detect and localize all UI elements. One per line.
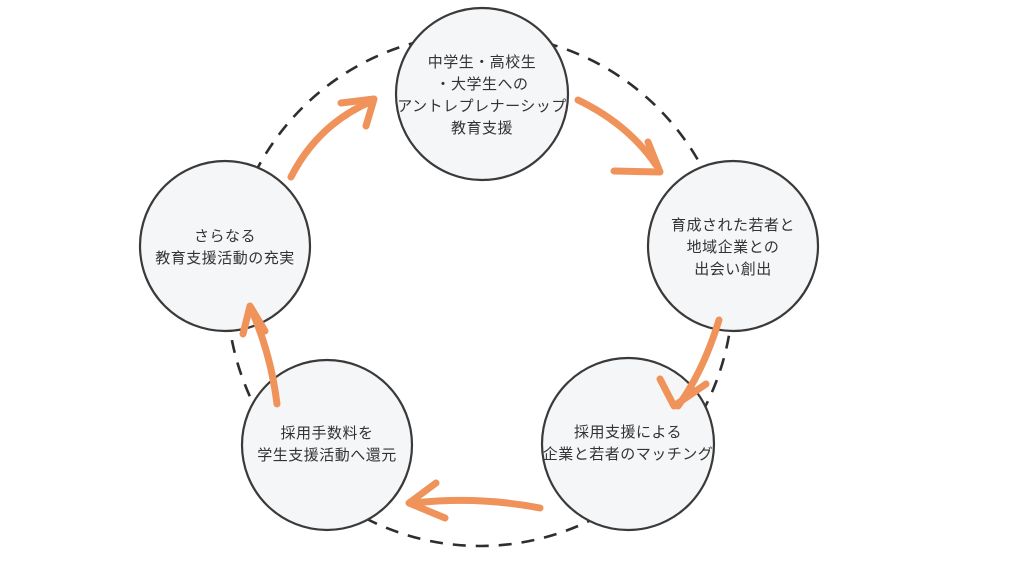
arrow-head xyxy=(239,302,269,338)
node-line: ・大学生への xyxy=(435,75,529,93)
node-line: 企業と若者のマッチング xyxy=(542,445,714,463)
node-label-top: 中学生・高校生 ・大学生への アントレプレナーシップ 教育支援 xyxy=(397,51,567,139)
node-line: 教育支援 xyxy=(450,119,514,137)
arrow-shaft xyxy=(410,496,544,512)
arrow-head xyxy=(337,95,378,130)
arrow-head xyxy=(610,138,664,176)
node-line: 採用手数料を xyxy=(280,424,374,442)
node-line: さらなる xyxy=(193,227,257,245)
arrow-left-to-top xyxy=(287,95,378,181)
arrow-shaft xyxy=(287,97,376,181)
node-line: 中学生・高校生 xyxy=(427,53,537,71)
node-label-left: さらなる 教育支援活動の充実 xyxy=(155,225,295,269)
node-label-bottom-left: 採用手数料を 学生支援活動へ還元 xyxy=(257,422,397,466)
arrow-right-to-bottom-right xyxy=(656,316,723,410)
arrow-bottom-right-to-bottom-left xyxy=(405,479,544,522)
node-circle-left xyxy=(138,159,312,333)
node-circle-top xyxy=(394,6,570,182)
arrow-shaft xyxy=(574,96,660,169)
node-line: 教育支援活動の充実 xyxy=(155,249,295,267)
node-circle-bottom-left xyxy=(240,358,414,532)
node-label-right: 育成された若者と 地域企業との 出会い創出 xyxy=(671,214,795,280)
node-label-bottom-right: 採用支援による 企業と若者のマッチング xyxy=(543,421,714,465)
arrow-top-to-right xyxy=(574,96,664,176)
node-line: 出会い創出 xyxy=(694,260,772,278)
node-line: 地域企業との xyxy=(686,238,780,256)
arrow-bottom-left-to-left xyxy=(239,302,281,408)
node-line: 採用支援による xyxy=(573,423,683,441)
node-line: 育成された若者と xyxy=(670,216,796,234)
node-circle-right xyxy=(646,159,820,333)
node-line: アントレプレナーシップ xyxy=(397,97,567,115)
arrow-head xyxy=(405,479,449,522)
node-line: 学生支援活動へ還元 xyxy=(257,446,397,464)
arrow-head xyxy=(656,375,710,410)
